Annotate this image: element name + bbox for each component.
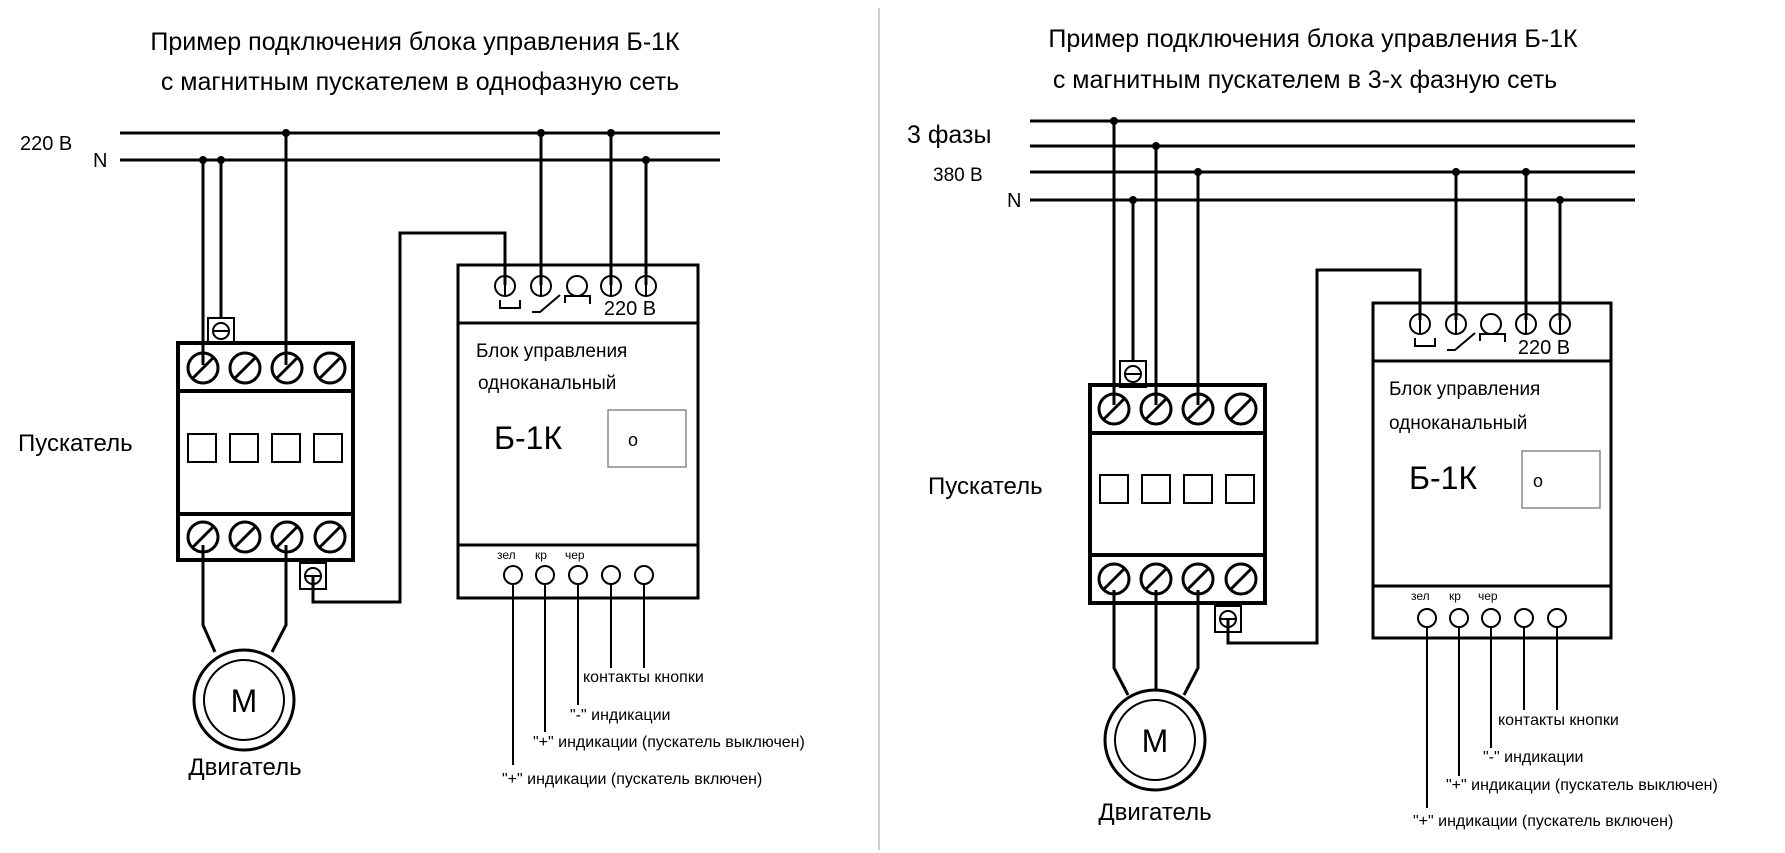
right-motor-symbol: M	[1142, 723, 1169, 759]
left-motor: M	[192, 648, 296, 752]
right-note-button: контакты кнопки	[1498, 712, 1619, 729]
right-rails	[1030, 119, 1635, 202]
right-note-minus: "-" индикации	[1483, 749, 1583, 766]
left-title-line1: Пример подключения блока управления Б-1К	[150, 28, 680, 56]
left-note-button: контакты кнопки	[583, 669, 704, 686]
left-note-plus-on: "+" индикации (пускатель включен)	[502, 771, 762, 788]
right-unit-line1: Блок управления	[1389, 379, 1540, 400]
left-panel: Пример подключения блока управления Б-1К…	[18, 28, 805, 788]
right-pin-red-label: кр	[1449, 589, 1461, 603]
right-unit-display	[1521, 450, 1601, 509]
left-unit-model: Б-1К	[494, 420, 562, 456]
right-motor: M	[1103, 688, 1207, 792]
right-title-line1: Пример подключения блока управления Б-1К	[1048, 25, 1578, 53]
right-label-3phase: 3 фазы	[907, 121, 991, 149]
left-title-line2: с магнитным пускателем в однофазную сеть	[161, 68, 679, 96]
right-label-n: N	[1007, 190, 1021, 212]
left-pin-red-label: кр	[535, 548, 547, 562]
left-note-minus: "-" индикации	[570, 707, 670, 724]
right-wires	[1112, 121, 1562, 696]
right-label-380v: 380 В	[933, 165, 983, 186]
right-panel: Пример подключения блока управления Б-1К…	[907, 25, 1718, 830]
left-unit-display	[607, 409, 687, 468]
left-control-unit: 220 В Блок управления одноканальный Б-1К…	[456, 263, 700, 765]
right-note-plus-on: "+" индикации (пускатель включен)	[1413, 813, 1673, 830]
right-pin-black-label: чер	[1478, 589, 1498, 603]
left-unit-display-char: о	[628, 430, 638, 450]
left-pin-black-label: чер	[565, 548, 585, 562]
right-junctions	[1110, 117, 1564, 204]
left-unit-line1: Блок управления	[476, 341, 627, 362]
left-starter	[176, 317, 355, 590]
left-wires	[201, 133, 648, 653]
right-unit-model: Б-1К	[1409, 460, 1477, 496]
right-title-line2: с магнитным пускателем в 3-х фазную сеть	[1053, 66, 1557, 94]
right-starter	[1088, 360, 1267, 633]
right-pin-green-label: зел	[1411, 589, 1430, 603]
right-starter-label: Пускатель	[928, 473, 1043, 500]
left-label-220v: 220 В	[20, 133, 72, 155]
left-motor-label: Двигатель	[188, 754, 301, 781]
left-pin-green-label: зел	[497, 548, 516, 562]
right-unit-terminal-label: 220 В	[1518, 337, 1570, 359]
right-note-plus-off: "+" индикации (пускатель выключен)	[1446, 777, 1718, 794]
left-unit-line2: одноканальный	[478, 373, 616, 394]
left-note-plus-off: "+" индикации (пускатель выключен)	[533, 734, 805, 751]
left-unit-terminal-label: 220 В	[604, 298, 656, 320]
right-unit-display-char: о	[1533, 471, 1543, 491]
right-control-unit: 220 В Блок управления одноканальный Б-1К…	[1371, 301, 1613, 808]
right-unit-line2: одноканальный	[1389, 413, 1527, 434]
left-label-n: N	[93, 150, 107, 172]
left-motor-symbol: M	[231, 683, 258, 719]
right-motor-label: Двигатель	[1098, 799, 1211, 826]
left-starter-label: Пускатель	[18, 430, 133, 457]
